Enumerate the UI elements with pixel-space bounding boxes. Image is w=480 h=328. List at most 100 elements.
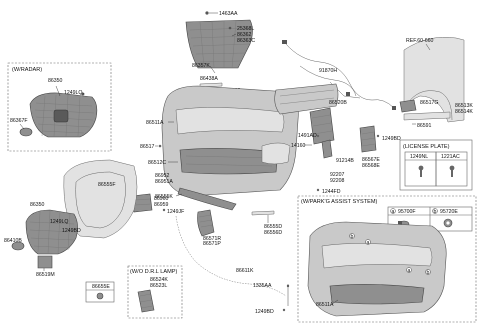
label-92207: 92207 [330, 172, 345, 178]
label-1221AC: 1221AC [441, 154, 460, 160]
label-86367F: 86367F [10, 118, 28, 124]
screw-icon [449, 165, 455, 177]
label-86611K: 86611K [236, 268, 254, 274]
upper-grille-group: 1463AA 25368L 86362 86363C [185, 11, 255, 69]
lower-wire-harness: 86611K 1335AA 1249BD [175, 215, 290, 315]
label-86951A: 86951A [155, 179, 173, 185]
park-assist-header: (W/PARK'G ASSIST SYSTEM) [301, 199, 378, 205]
hook-icon [158, 144, 162, 148]
label-86517G: 86517G [420, 100, 438, 106]
front-bumper-cover [161, 85, 299, 197]
sensor-b-icon [349, 233, 355, 239]
bolt-icon [162, 208, 166, 212]
label-1249BD-lower: 1249BD [62, 228, 81, 234]
label-86524K: 86524K [150, 277, 168, 283]
label-86514K: 86514K [455, 109, 473, 115]
label-1249BD: 1249BD [382, 136, 401, 142]
absorber-bracket: 1491AD 14160 [291, 107, 335, 149]
label-91870H: 91870H [319, 68, 337, 74]
label-86511A: 86511A [146, 120, 164, 126]
label-86571R: 86571R [203, 236, 221, 242]
label-86511A-park: 86511A [316, 302, 334, 308]
label-1249JF: 1249JF [167, 209, 184, 215]
label-92208: 92208 [330, 178, 345, 184]
wo-drl-lamp-box: (W/O D.R.L LAMP) 86524K 86523L [127, 265, 183, 319]
sensor-a-icon [406, 267, 412, 273]
lower-grille: 86952 86951A 86555K [155, 173, 237, 211]
fog-lamp-brackets: 86960 86959 1249JF 86571R 86571P 86555D … [131, 193, 282, 247]
callout-b: b [434, 209, 437, 215]
sensor-a-letter: a [367, 240, 370, 246]
label-86350: 86350 [48, 78, 63, 84]
label-1463AA: 1463AA [219, 11, 238, 17]
label-1249BD-low: 1249BD [255, 309, 274, 315]
park-assist-box: (W/PARK'G ASSIST SYSTEM) a 95700F b 9572… [297, 195, 477, 323]
label-86555F: 86555F [98, 182, 116, 188]
label-86350-lower: 86350 [30, 202, 45, 208]
label-86556D: 86556D [264, 230, 282, 236]
emblem [11, 241, 25, 251]
sensor-connectors: 91214B 92207 92208 86567E 86568E 1249BD … [316, 125, 401, 195]
plug-icon [96, 292, 104, 300]
label-1249LQ: 1249LQ [64, 90, 82, 96]
nut-icon [205, 11, 209, 15]
label-1249LQ-lower: 1249LQ [50, 219, 68, 225]
connector-icon [282, 40, 287, 44]
sensor-b-icon [425, 269, 431, 275]
label-1249NL: 1249NL [410, 154, 428, 160]
bumper-beam: 86520B [274, 83, 347, 115]
license-plate-header: (LICENSE PLATE) [403, 144, 450, 150]
radar-grille [29, 92, 98, 138]
bolt-icon [282, 308, 286, 312]
wiring-harness: 91870H [282, 40, 396, 110]
sensor-a-icon [365, 239, 371, 245]
callout-a-icon [390, 208, 396, 214]
part-86655e-box: 86655E [85, 281, 115, 303]
connector-icon [392, 106, 396, 110]
label-86655E: 86655E [92, 284, 110, 290]
wo-drl-header: (W/O D.R.L LAMP) [130, 269, 177, 275]
label-86362: 86362 [237, 32, 252, 38]
label-1244FD: 1244FD [322, 189, 341, 195]
sensor-holder-icon [443, 218, 453, 228]
label-86960: 86960 [154, 196, 169, 202]
clip-icon [228, 26, 232, 30]
bolt-icon [316, 134, 320, 138]
label-86512C: 86512C [148, 160, 166, 166]
label-86513K: 86513K [455, 103, 473, 109]
label-86438A: 86438A [200, 76, 218, 82]
w-radar-box: (W/RADAR) 86350 1249LQ 86367F [7, 62, 112, 152]
bolt-icon [316, 188, 320, 192]
label-86567E: 86567E [362, 157, 380, 163]
label-86523L: 86523L [150, 283, 167, 289]
label-95720E: 95720E [440, 209, 458, 215]
label-86357K: 86357K [192, 63, 210, 69]
sensor-a-letter: a [408, 268, 411, 274]
side-bracket: 86517G 86513K 86514K 86591 [399, 99, 473, 129]
label-86568E: 86568E [362, 163, 380, 169]
mount-bracket [37, 255, 53, 269]
connector-icon [346, 92, 350, 96]
lower-left-grille-cover: 86555F [63, 159, 138, 239]
label-86555K: 86555K [155, 194, 173, 200]
license-plate-box: (LICENSE PLATE) 1249NL 1221AC [399, 139, 473, 191]
label-86959: 86959 [154, 202, 169, 208]
sensor-b-letter: b [351, 234, 354, 240]
ref-60-660: REF.60-660 [406, 38, 434, 44]
label-1335AA: 1335AA [253, 283, 272, 289]
label-25368L: 25368L [237, 26, 254, 32]
emblem-small [19, 127, 33, 137]
label-86410B: 86410B [4, 238, 22, 244]
label-86519M: 86519M [36, 272, 55, 278]
label-86591: 86591 [417, 123, 432, 129]
sensor-b-letter: b [427, 270, 430, 276]
callout-a: a [392, 209, 395, 215]
label-14160: 14160 [291, 143, 306, 149]
label-86571P: 86571P [203, 241, 221, 247]
label-86363C: 86363C [237, 38, 255, 44]
bolt-icon [376, 134, 380, 138]
label-86517: 86517 [140, 144, 155, 150]
label-91214B: 91214B [336, 158, 354, 164]
clip-icon [81, 92, 85, 96]
